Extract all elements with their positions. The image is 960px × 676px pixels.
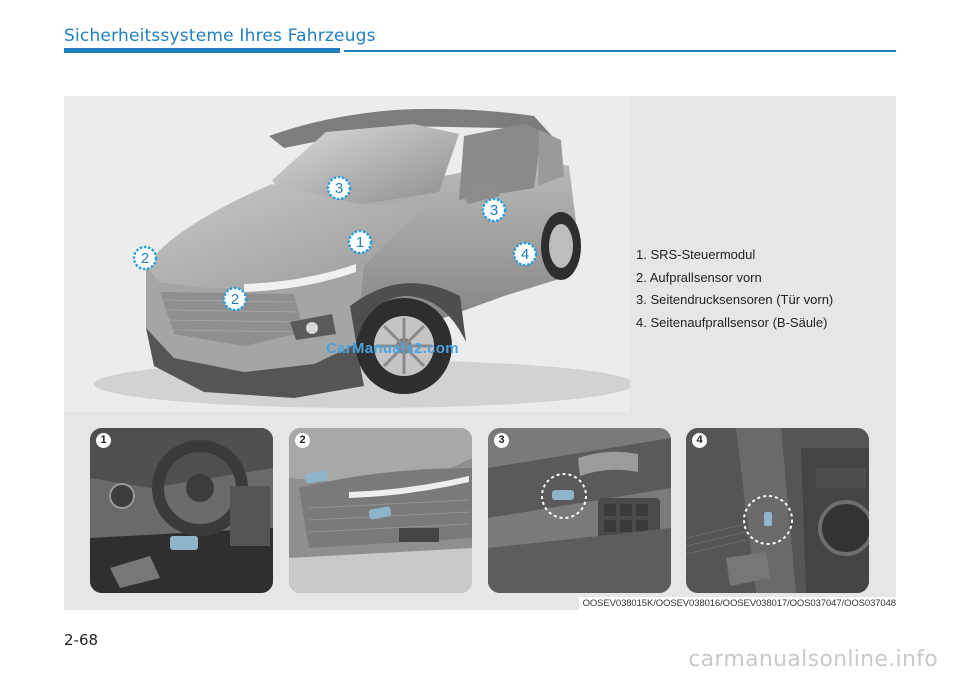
callout-2-front: 2 xyxy=(222,286,248,312)
svg-text:3: 3 xyxy=(490,202,498,219)
legend-item: 1. SRS-Steuermodul xyxy=(636,247,756,262)
svg-text:3: 3 xyxy=(335,180,343,197)
car-illustration: 1 2 2 3 3 4 xyxy=(64,96,630,412)
thumbnail-number: 4 xyxy=(692,433,707,448)
svg-text:2: 2 xyxy=(231,291,239,308)
callout-3-windshield: 3 xyxy=(326,175,352,201)
thumbnail-1: 1 xyxy=(90,428,273,593)
figure-watermark: CarManuals2.com xyxy=(326,340,459,357)
legend-item: 4. Seitenaufprallsensor (B-Säule) xyxy=(636,314,828,330)
image-code-caption: OOSEV038015K/OOSEV038016/OOSEV038017/OOS… xyxy=(578,597,896,610)
thumbnail-number: 1 xyxy=(96,433,111,448)
callout-3-door: 3 xyxy=(481,197,507,223)
callout-4: 4 xyxy=(512,241,538,267)
thumbnail-4: 4 xyxy=(686,428,869,593)
thumbnail-2: 2 xyxy=(289,428,472,593)
legend-item: 3. Seitendrucksensoren (Tür vorn) xyxy=(636,292,834,307)
figure-panel: 1 2 2 3 3 4 CarManuals2.com 1. SRS-Steue… xyxy=(64,96,896,610)
header-accent-bar xyxy=(64,48,340,53)
site-watermark: carmanualsonline.info xyxy=(688,647,938,672)
thumbnail-3: 3 xyxy=(488,428,671,593)
legend-list: 1. SRS-Steuermodul 2. Aufprallsensor vor… xyxy=(636,244,886,334)
callout-1: 1 xyxy=(347,229,373,255)
svg-text:1: 1 xyxy=(356,234,364,251)
door-panel-sensor-icon xyxy=(488,428,671,593)
svg-text:4: 4 xyxy=(521,246,529,263)
thumbnail-number: 3 xyxy=(494,433,509,448)
steering-wheel-interior-icon xyxy=(90,428,273,593)
thumbnail-number: 2 xyxy=(295,433,310,448)
header-rule xyxy=(344,50,896,52)
page-number: 2-68 xyxy=(64,631,99,649)
legend-item: 2. Aufprallsensor vorn xyxy=(636,269,762,285)
callout-2-left: 2 xyxy=(132,245,158,271)
front-bumper-sensor-icon xyxy=(289,428,472,593)
svg-text:2: 2 xyxy=(141,250,149,267)
b-pillar-sensor-icon xyxy=(686,428,869,593)
header-title: Sicherheitssysteme Ihres Fahrzeugs xyxy=(64,26,376,46)
